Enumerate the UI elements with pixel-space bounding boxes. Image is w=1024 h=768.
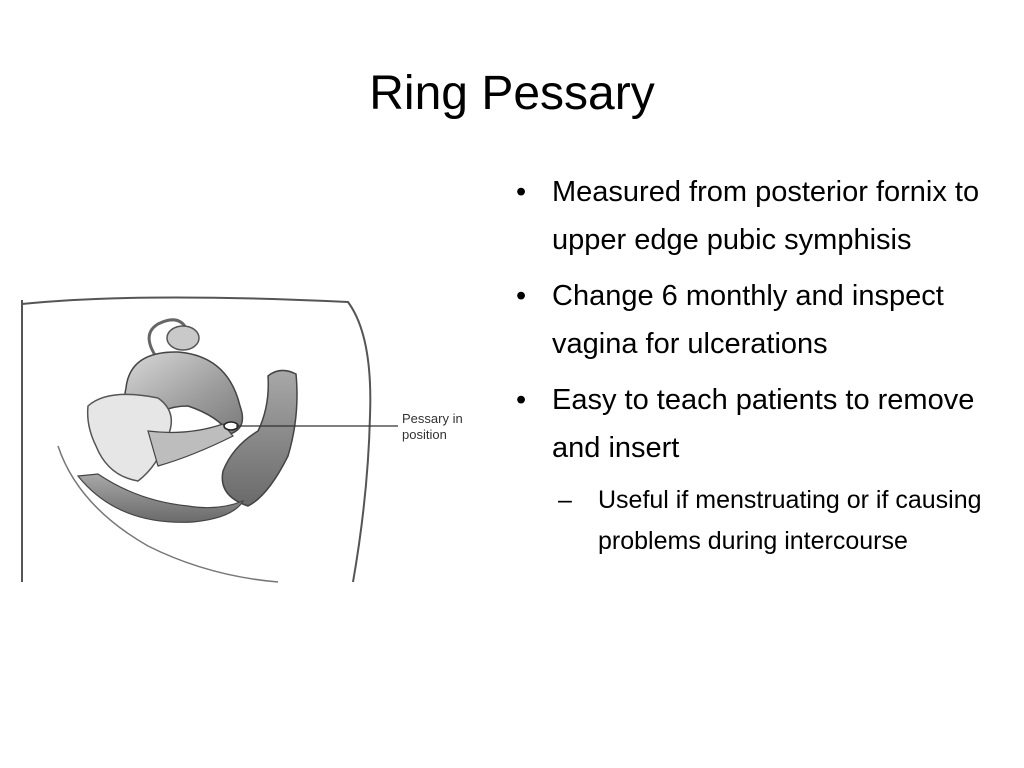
bullet-text: Change 6 monthly and inspect vagina for … — [552, 280, 944, 360]
bullet-item: • Change 6 monthly and inspect vagina fo… — [512, 272, 992, 368]
pelvic-floor — [76, 473, 245, 523]
rectum — [221, 369, 298, 507]
thigh-outline — [57, 445, 279, 583]
bullet-text: Easy to teach patients to remove and ins… — [552, 384, 975, 464]
bullet-marker: • — [516, 280, 527, 312]
sub-bullet-text: Useful if menstruating or if causing pro… — [598, 486, 982, 555]
pessary-ring — [223, 421, 239, 431]
slide-title: Ring Pessary — [369, 67, 655, 120]
body-outline — [21, 296, 372, 583]
ovary — [166, 325, 200, 351]
bullet-text: Measured from posterior fornix to upper … — [552, 176, 980, 256]
figure-label-line1: Pessary in — [402, 411, 463, 426]
sub-bullet-list: – Useful if menstruating or if causing p… — [512, 480, 992, 562]
bullet-list: • Measured from posterior fornix to uppe… — [512, 168, 992, 562]
bullet-item: • Easy to teach patients to remove and i… — [512, 376, 992, 472]
fallopian-tube — [147, 318, 188, 367]
sub-bullet-item: – Useful if menstruating or if causing p… — [552, 480, 992, 562]
sub-bullet-group: – Useful if menstruating or if causing p… — [512, 480, 992, 562]
figure-label-line2: position — [402, 427, 447, 442]
sub-bullet-marker: – — [558, 486, 572, 514]
vaginal-canal — [147, 423, 234, 467]
pessary-illustration: Pessary in position — [18, 296, 488, 586]
pelvis-diagram: Pessary in position — [21, 296, 463, 583]
bullet-marker: • — [516, 176, 527, 208]
bullet-item: • Measured from posterior fornix to uppe… — [512, 168, 992, 264]
bullet-marker: • — [516, 384, 527, 416]
